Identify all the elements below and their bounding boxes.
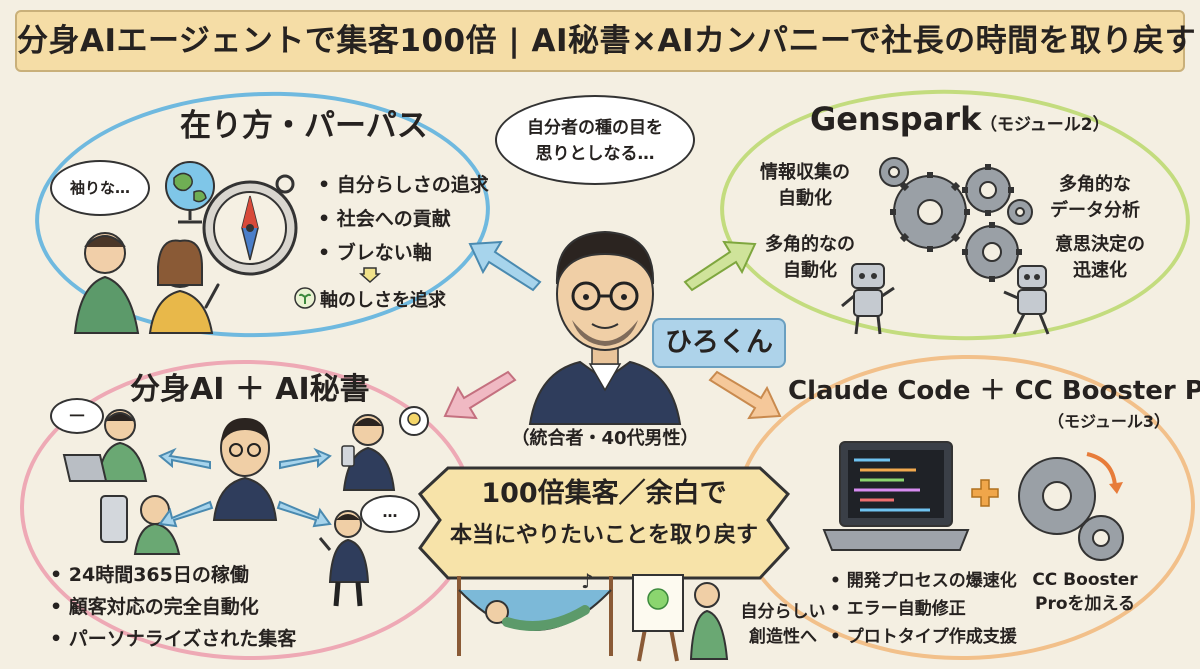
thought-line: 思りとしなる…	[535, 144, 655, 164]
bunshin-heading: 分身AI ＋ AI秘書	[130, 372, 370, 407]
name-tag: ひろくん	[652, 318, 786, 368]
name-tag-text: ひろくん	[665, 327, 773, 358]
lightbulb-icon	[399, 406, 429, 436]
genspark-heading: Genspark	[810, 100, 982, 138]
robot-icon	[1003, 265, 1050, 335]
center-ribbon	[417, 466, 791, 580]
sprout-icon	[294, 287, 316, 309]
booster-label: CC Booster Proを加える	[1032, 570, 1138, 614]
arrow-to-claude	[708, 370, 782, 420]
compass-icon	[202, 174, 298, 276]
claude-bullet: • エラー自動修正	[830, 599, 966, 619]
laptop-icon	[822, 441, 970, 551]
genspark-label-decision: 意思決定の 迅速化	[1055, 234, 1145, 281]
genspark-label-analysis: 多角的な データ分析	[1050, 174, 1140, 221]
gear-icon	[879, 157, 1033, 282]
arrow-to-genspark	[683, 240, 757, 292]
arrow-to-bunshin	[443, 370, 517, 420]
thought-line: 自分者の種の目を	[527, 118, 663, 138]
center-thought-bubble: 自分者の種の目を 思りとしなる…	[495, 95, 695, 185]
title-banner: 分身AIエージェントで集客100倍 | AI秘書×AIカンパニーで社長の時間を取…	[15, 10, 1197, 72]
hammock-icon: ♪	[457, 569, 613, 656]
genspark-module: （モジュール2）	[980, 115, 1110, 135]
purpose-bullet: • 自分らしさの追求	[318, 174, 489, 196]
creative-label: 自分らしい 創造性へ	[740, 602, 826, 647]
center-role: （統合者・40代男性）	[511, 428, 699, 449]
banner-line1: 100倍集客／余白で	[481, 478, 727, 509]
globe-icon	[165, 161, 215, 224]
laptop-person	[62, 409, 148, 482]
genspark-label-multi-auto: 多角的なの 自動化	[765, 234, 855, 281]
clone-standing-figure	[318, 510, 370, 607]
claude-bullet: • プロトタイプ作成支援	[830, 627, 1017, 647]
clone-phone-figure	[341, 414, 396, 491]
purpose-footer: 軸のしさを追求	[320, 290, 446, 311]
people-illustration	[73, 232, 220, 334]
clone-center-portrait	[212, 418, 278, 521]
plus-icon	[971, 479, 999, 507]
bunshin-arrows	[158, 447, 332, 528]
bunshin-bullet: • 24時間365日の稼働	[50, 564, 249, 586]
smartphone-icon	[100, 495, 181, 555]
purpose-thought-text: 袖りな…	[69, 179, 130, 197]
purpose-thought-bubble: 袖りな…	[50, 160, 150, 216]
purpose-bullet: • ブレない軸	[318, 242, 432, 264]
arrow-to-purpose	[468, 240, 542, 292]
bunshin-bubble-right: …	[360, 495, 420, 533]
down-arrow-icon	[359, 267, 381, 284]
bunshin-bubble-left: 一	[50, 398, 104, 434]
page-title: 分身AIエージェントで集客100倍 | AI秘書×AIカンパニーで社長の時間を取…	[17, 23, 1197, 59]
claude-heading: Claude Code ＋ CC Booster Pro	[788, 376, 1200, 406]
svg-text:♪: ♪	[581, 569, 594, 593]
claude-bullet: • 開発プロセスの爆速化	[830, 571, 1017, 591]
claude-module: （モジュール3）	[1048, 412, 1171, 431]
banner-line2: 本当にやりたいことを取り戻す	[449, 523, 758, 548]
genspark-label-info: 情報収集の 自動化	[760, 162, 850, 209]
easel-icon	[632, 574, 729, 662]
purpose-bullet: • 社会への貢献	[318, 208, 451, 230]
hirokun-portrait	[528, 230, 682, 425]
purpose-heading: 在り方・パーパス	[180, 108, 428, 144]
robot-icon	[841, 263, 895, 335]
booster-gear-icon	[1018, 452, 1124, 561]
bunshin-bullet: • パーソナライズされた集客	[50, 628, 297, 650]
bunshin-bullet: • 顧客対応の完全自動化	[50, 596, 259, 618]
